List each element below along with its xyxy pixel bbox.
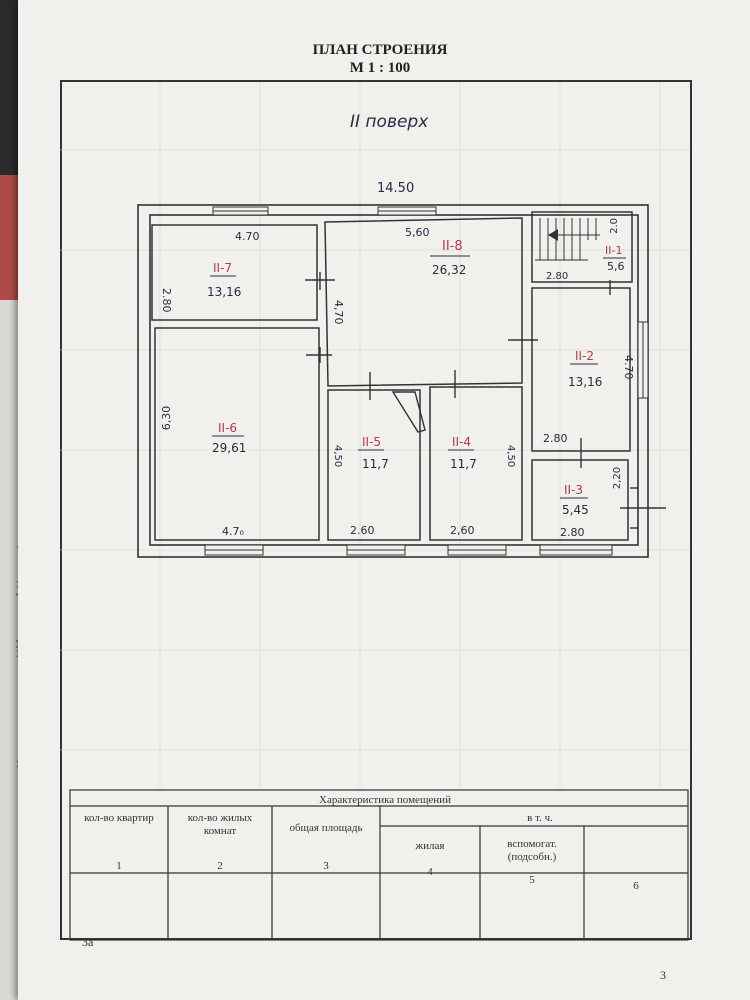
col-including: в т. ч. <box>527 812 553 824</box>
room-ii-5 <box>327 389 421 541</box>
room-ii-7-area: 13,16 <box>207 285 241 299</box>
col-apartments: кол-во квартир <box>84 812 154 824</box>
doors <box>305 272 666 529</box>
room-ii-5-id: II-5 <box>362 435 381 449</box>
room-ii-4-height: 4,50 <box>505 445 516 467</box>
col-living-rooms: кол-во жилых комнат <box>187 812 253 837</box>
room-ii-3-height: 2,20 <box>612 467 623 489</box>
col-total-area: общая площадь <box>289 822 363 834</box>
room-ii-1-width: 2.80 <box>546 271 568 282</box>
col-auxiliary: вспомогат. (подсобн.) <box>507 838 557 863</box>
room-ii-4-width: 2,60 <box>450 524 475 537</box>
drawing-frame <box>60 80 692 940</box>
characteristics-table <box>69 789 689 941</box>
room-ii-7-width: 4.70 <box>235 230 260 243</box>
room-ii-3-width: 2.80 <box>560 526 585 539</box>
floor-label: II поверх <box>350 112 429 132</box>
room-ii-8-id: II-8 <box>442 239 463 254</box>
room-ii-8-area: 26,32 <box>432 263 466 277</box>
room-walls <box>151 211 633 541</box>
room-ii-2-id: II-2 <box>575 349 594 363</box>
room-ii-6-width: 4.7₀ <box>222 525 244 538</box>
room-ii-3-id: II-3 <box>564 483 583 497</box>
room-ii-1-id: II-1 <box>605 244 622 257</box>
room-ii-2-width: 2.80 <box>543 432 568 445</box>
room-ii-7 <box>151 224 318 321</box>
room-ii-8 <box>324 217 523 387</box>
room-ii-8-height: 4,70 <box>332 300 345 325</box>
room-ii-5-height: 4,50 <box>332 445 343 467</box>
col-num-5: 5 <box>529 874 535 886</box>
scale-label: М 1 : 100 <box>349 60 411 76</box>
page-label-left: 3а <box>82 935 94 949</box>
col-num-6: 6 <box>633 880 639 892</box>
stairs-arrow-icon <box>548 229 558 241</box>
room-ii-6-height: 6,30 <box>160 406 173 431</box>
room-ii-5-area: 11,7 <box>362 457 389 471</box>
room-ii-6 <box>154 327 320 541</box>
room-ii-3-area: 5,45 <box>562 503 589 517</box>
overall-width-dimension: 14.50 <box>377 181 414 196</box>
room-ii-4-id: II-4 <box>452 435 471 449</box>
room-ii-1-height: 2.0 <box>609 218 620 234</box>
room-ii-4-area: 11,7 <box>450 457 477 471</box>
col-num-3: 3 <box>323 860 329 872</box>
room-ii-6-area: 29,61 <box>212 441 246 455</box>
room-ii-4 <box>429 386 523 541</box>
col-num-1: 1 <box>116 860 122 872</box>
room-ii-2-height: 4.70 <box>622 355 635 380</box>
page-title: ПЛАН СТРОЕНИЯ <box>312 42 448 58</box>
room-ii-5-width: 2.60 <box>350 524 375 537</box>
stairs <box>535 218 600 261</box>
room-ii-7-height: 2.80 <box>160 288 173 313</box>
room-ii-2-area: 13,16 <box>568 375 602 389</box>
col-living: жилая <box>415 840 445 852</box>
room-ii-8-width: 5,60 <box>405 226 430 239</box>
room-ii-1 <box>531 211 633 283</box>
room-ii-2 <box>531 287 631 452</box>
room-ii-1-area: 5,6 <box>607 260 625 273</box>
col-num-4: 4 <box>427 866 433 878</box>
page-label-right: 3 <box>660 968 666 982</box>
windows <box>204 206 649 556</box>
col-num-2: 2 <box>217 860 223 872</box>
room-ii-3 <box>531 459 629 541</box>
room-ii-7-id: II-7 <box>213 261 232 275</box>
table-title: Характеристика помещений <box>319 794 451 806</box>
room-ii-6-id: II-6 <box>218 421 237 435</box>
